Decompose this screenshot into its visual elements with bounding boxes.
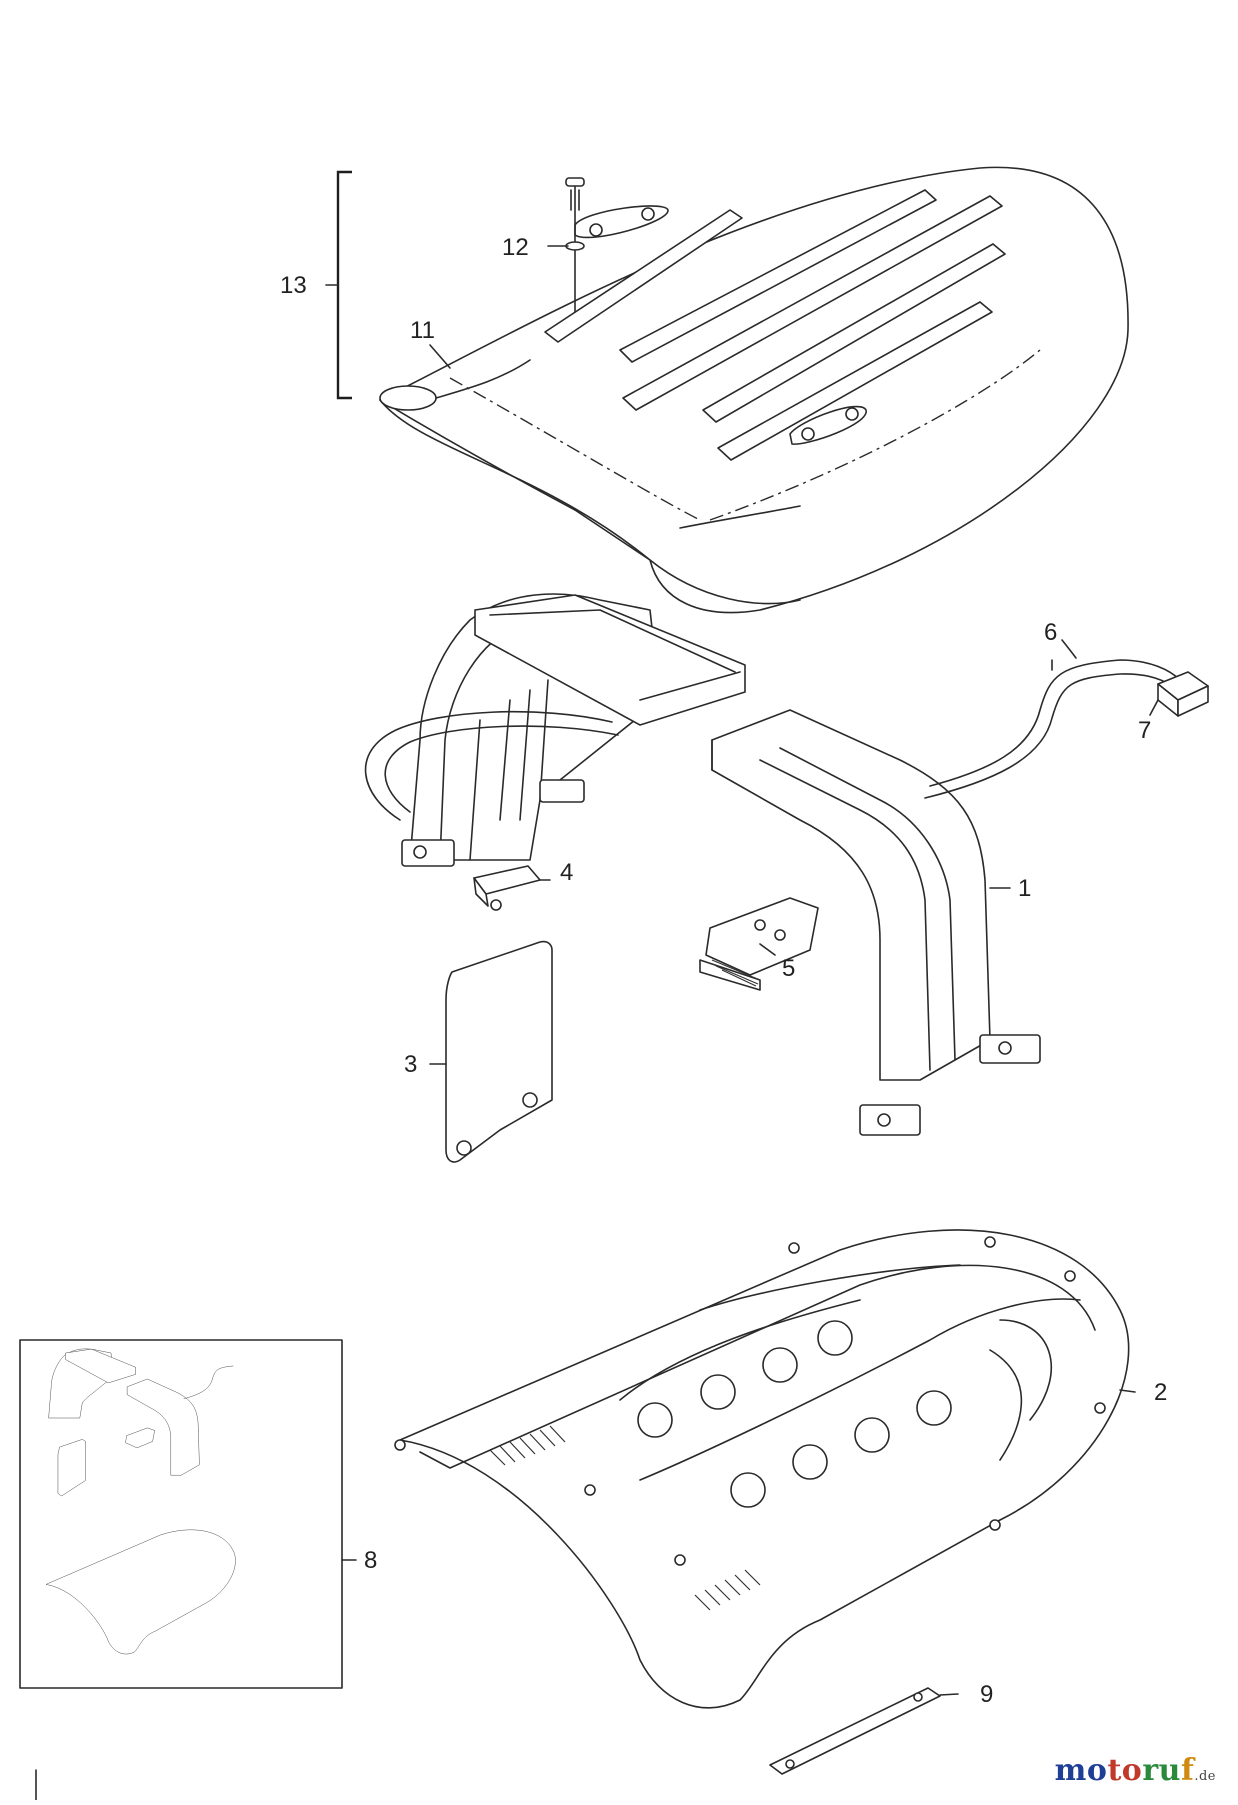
electronics-board-5	[699, 897, 819, 991]
garage-frame	[364, 593, 1209, 1136]
callout-6: 6	[1044, 619, 1057, 646]
callout-9: 9	[980, 1681, 993, 1708]
small-part-4	[473, 865, 541, 911]
group-bracket-13	[336, 170, 352, 400]
callout-2: 2	[1154, 1379, 1167, 1406]
callout-7: 7	[1138, 717, 1151, 744]
kit-overview-box	[19, 1339, 343, 1689]
callout-13: 13	[280, 272, 307, 299]
garage-roof-cover	[379, 166, 1129, 614]
callout-3: 3	[404, 1051, 417, 1078]
plate-3	[445, 940, 553, 1163]
callout-1: 1	[1018, 875, 1031, 902]
callout-4: 4	[560, 859, 573, 886]
callout-8: 8	[364, 1547, 377, 1574]
callout-11: 11	[410, 317, 435, 344]
callout-5: 5	[782, 955, 795, 982]
kit-overview-miniature	[45, 1348, 236, 1655]
leader-lines	[341, 245, 1159, 1696]
callout-12: 12	[502, 234, 529, 261]
motoruf-logo: motoruf.de	[1054, 1753, 1216, 1788]
base-plate	[394, 1229, 1130, 1709]
strip-9	[769, 1687, 941, 1775]
